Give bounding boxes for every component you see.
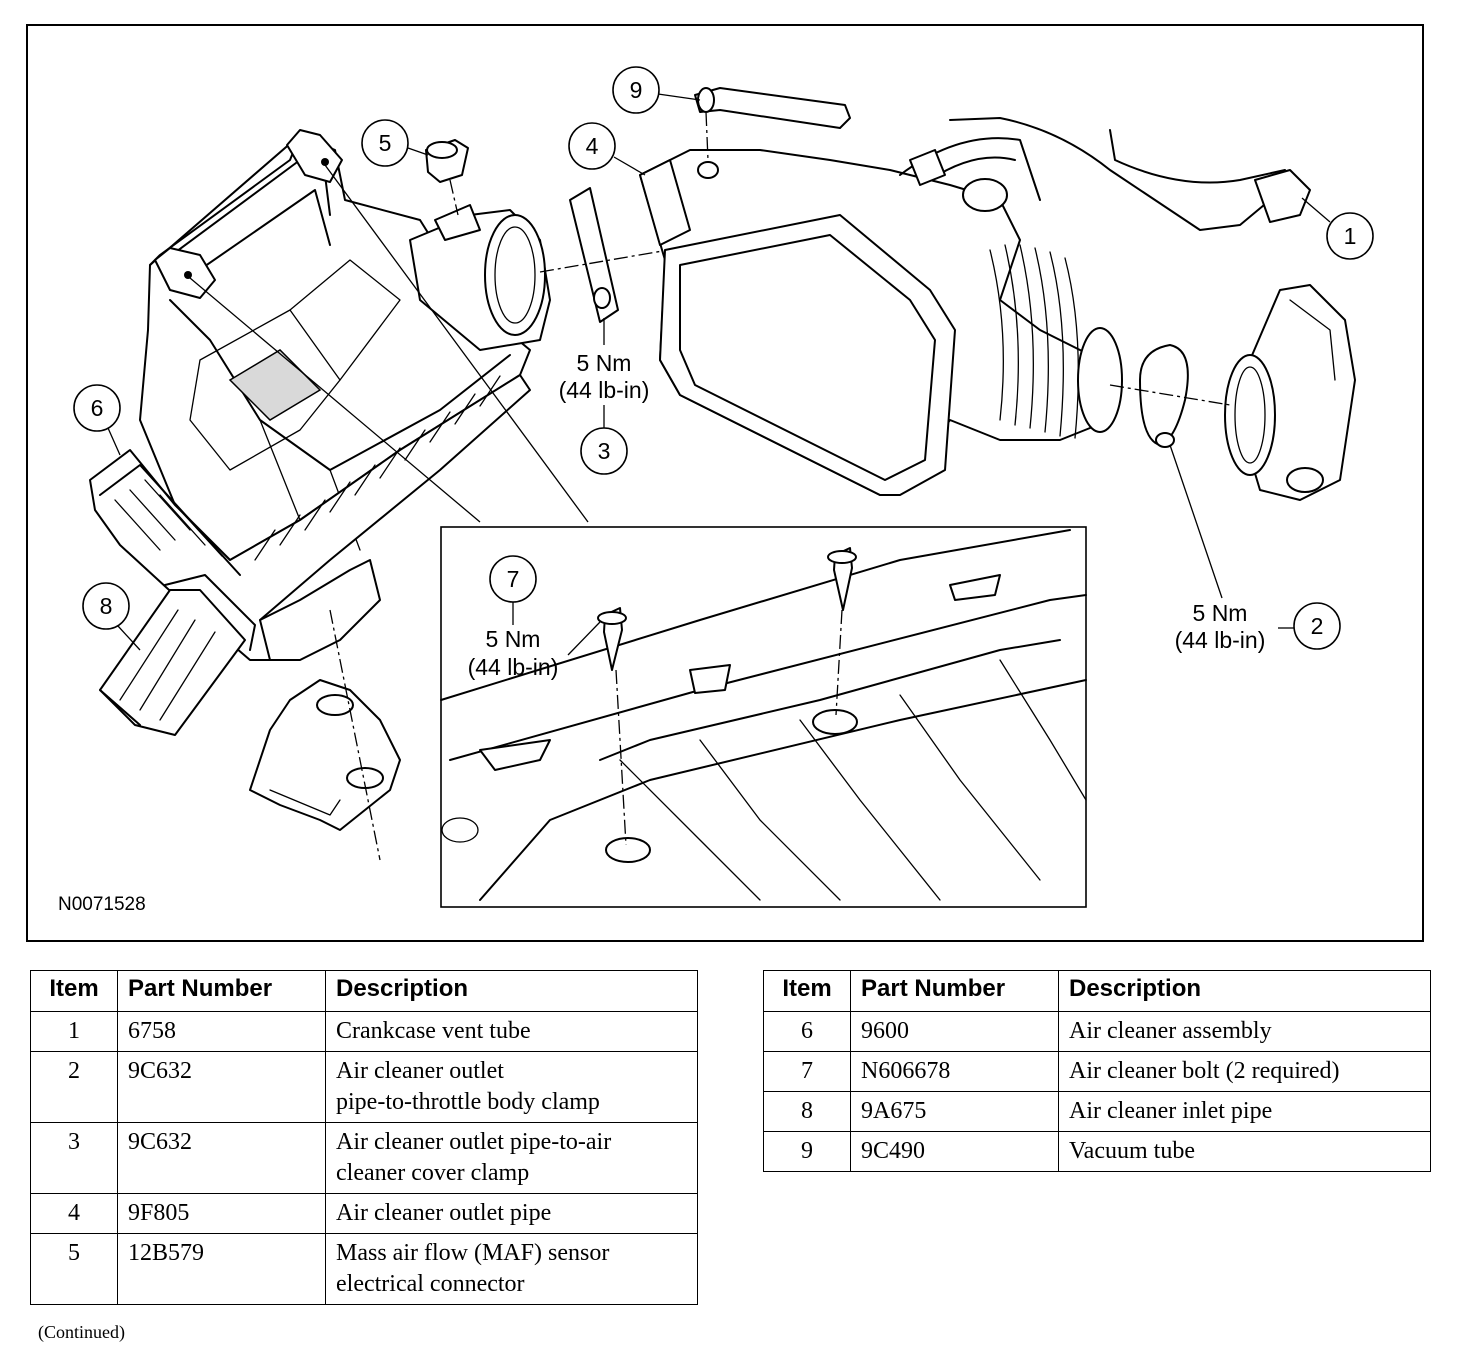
header-item: Item (763, 970, 851, 1012)
cell-item: 6 (763, 1011, 851, 1052)
svg-text:5 Nm: 5 Nm (1193, 600, 1248, 626)
callout-9: 9 (612, 66, 701, 114)
cell-part-number: 6758 (117, 1011, 326, 1052)
description-line: Air cleaner outlet (336, 1058, 504, 1084)
figure-id: N0071528 (58, 894, 146, 915)
exploded-diagram: 1 2 3 4 5 6 7 8 9 5 N (26, 24, 1424, 942)
header-part-number: Part Number (850, 970, 1059, 1012)
cell-item: 5 (30, 1233, 118, 1305)
maf-sensor-body (409, 204, 551, 351)
cell-description: Mass air flow (MAF) sensor electrical con… (325, 1233, 698, 1305)
table-row: 1 6758 Crankcase vent tube (30, 1011, 698, 1052)
cell-item: 8 (763, 1091, 851, 1132)
svg-text:(44 lb-in): (44 lb-in) (468, 654, 559, 680)
description-line: pipe-to-throttle body clamp (336, 1089, 600, 1115)
table-row: 7 N606678 Air cleaner bolt (2 required) (763, 1051, 1431, 1092)
table-row: 2 9C632 Air cleaner outlet pipe-to-thrott… (30, 1051, 698, 1123)
cell-description: Crankcase vent tube (325, 1011, 698, 1052)
table-row: 3 9C632 Air cleaner outlet pipe-to-air cl… (30, 1122, 698, 1194)
description-line: Air cleaner outlet pipe (336, 1200, 552, 1226)
maf-connector (425, 139, 469, 183)
header-description: Description (1058, 970, 1431, 1012)
svg-text:8: 8 (100, 593, 113, 619)
cell-item: 2 (30, 1051, 118, 1123)
mounting-bracket (249, 679, 401, 831)
table-row: 4 9F805 Air cleaner outlet pipe (30, 1193, 698, 1234)
cell-description: Air cleaner outlet pipe (325, 1193, 698, 1234)
cell-item: 7 (763, 1051, 851, 1092)
cell-item: 4 (30, 1193, 118, 1234)
svg-text:(44 lb-in): (44 lb-in) (1175, 627, 1266, 653)
svg-text:3: 3 (598, 438, 611, 464)
callout-3: 3 (580, 405, 628, 475)
description-line: Vacuum tube (1069, 1138, 1195, 1164)
svg-text:1: 1 (1344, 223, 1357, 249)
table-row: 9 9C490 Vacuum tube (763, 1131, 1431, 1172)
parts-table-right: Item Part Number Description 6 9600 Air … (763, 970, 1431, 1172)
cell-description: Air cleaner assembly (1058, 1011, 1431, 1052)
svg-text:5 Nm: 5 Nm (577, 350, 632, 376)
description-line: cleaner cover clamp (336, 1160, 530, 1186)
crankcase-vent-tube (949, 117, 1311, 231)
cell-part-number: 9F805 (117, 1193, 326, 1234)
svg-text:5: 5 (379, 130, 392, 156)
cell-description: Air cleaner bolt (2 required) (1058, 1051, 1431, 1092)
header-description: Description (325, 970, 698, 1012)
description-line: Air cleaner inlet pipe (1069, 1098, 1273, 1124)
callout-5: 5 (361, 119, 429, 167)
vacuum-tube (694, 87, 851, 129)
callout-8: 8 (82, 582, 141, 651)
torque-spec-item-7: 5 Nm (44 lb-in) (468, 621, 601, 680)
cell-description: Vacuum tube (1058, 1131, 1431, 1172)
svg-text:4: 4 (586, 133, 599, 159)
description-line: electrical connector (336, 1271, 525, 1297)
description-line: Crankcase vent tube (336, 1018, 531, 1044)
cell-part-number: 9A675 (850, 1091, 1059, 1132)
table-header-row: Item Part Number Description (30, 970, 698, 1012)
description-line: Air cleaner outlet pipe-to-air (336, 1129, 612, 1155)
cell-part-number: N606678 (850, 1051, 1059, 1092)
description-line: Air cleaner assembly (1069, 1018, 1272, 1044)
parts-table-left: Item Part Number Description 1 6758 Cran… (30, 970, 698, 1305)
header-part-number: Part Number (117, 970, 326, 1012)
svg-text:7: 7 (507, 566, 520, 592)
cell-part-number: 12B579 (117, 1233, 326, 1305)
callout-4: 4 (568, 122, 646, 176)
throttle-body (1224, 284, 1356, 501)
cell-item: 3 (30, 1122, 118, 1194)
table-row: 8 9A675 Air cleaner inlet pipe (763, 1091, 1431, 1132)
clamp-item-2 (1139, 344, 1189, 448)
cell-part-number: 9600 (850, 1011, 1059, 1052)
clamp-item-3 (569, 187, 619, 323)
svg-text:(44 lb-in): (44 lb-in) (559, 377, 650, 403)
cell-item: 1 (30, 1011, 118, 1052)
detail-inset (440, 526, 1087, 908)
svg-text:5 Nm: 5 Nm (486, 626, 541, 652)
cell-description: Air cleaner outlet pipe-to-throttle body … (325, 1051, 698, 1123)
air-cleaner-inlet-pipe (99, 574, 256, 736)
table-row: 6 9600 Air cleaner assembly (763, 1011, 1431, 1052)
callout-1: 1 (1301, 197, 1374, 260)
table-header-row: Item Part Number Description (763, 970, 1431, 1012)
callout-7: 7 (489, 555, 537, 625)
air-cleaner-outlet-pipe (639, 137, 1123, 496)
callout-2: 2 (1278, 602, 1341, 650)
svg-text:6: 6 (91, 395, 104, 421)
cell-item: 9 (763, 1131, 851, 1172)
continued-note: (Continued) (38, 1322, 125, 1342)
svg-text:9: 9 (630, 77, 643, 103)
callout-6: 6 (73, 384, 121, 456)
table-row: 5 12B579 Mass air flow (MAF) sensor elect… (30, 1233, 698, 1305)
cell-part-number: 9C632 (117, 1122, 326, 1194)
header-item: Item (30, 970, 118, 1012)
cell-part-number: 9C632 (117, 1051, 326, 1123)
cell-part-number: 9C490 (850, 1131, 1059, 1172)
description-line: Mass air flow (MAF) sensor (336, 1240, 610, 1266)
torque-spec-item-2: 5 Nm (44 lb-in) (1169, 444, 1266, 653)
svg-text:2: 2 (1311, 613, 1324, 639)
cell-description: Air cleaner inlet pipe (1058, 1091, 1431, 1132)
description-line: Air cleaner bolt (2 required) (1069, 1058, 1340, 1084)
torque-spec-item-3: 5 Nm (44 lb-in) (559, 318, 650, 403)
cell-description: Air cleaner outlet pipe-to-air cleaner co… (325, 1122, 698, 1194)
